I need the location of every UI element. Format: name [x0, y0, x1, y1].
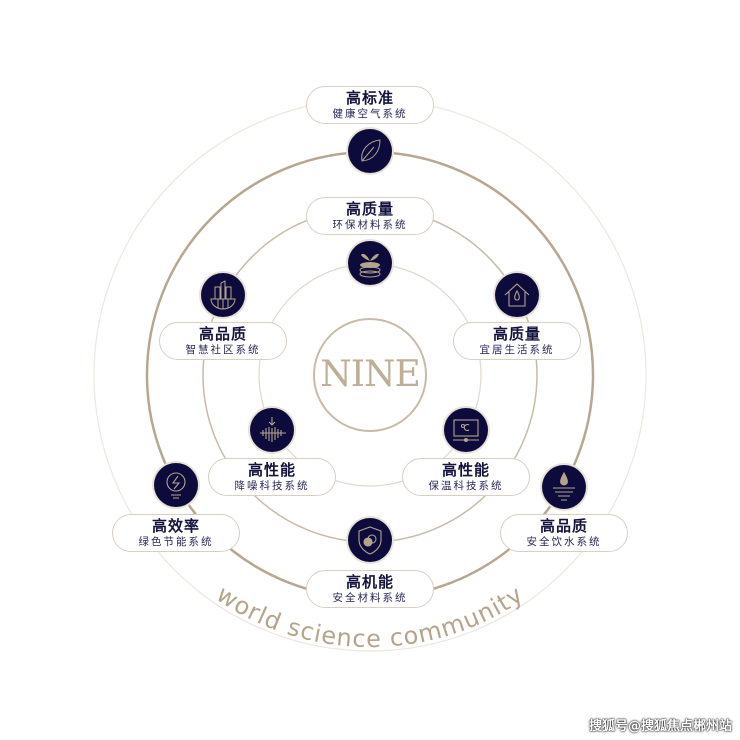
node-insulation: 高性能保温科技系统: [402, 458, 530, 496]
thermostat-icon: [444, 408, 488, 452]
water-drop-icon: [542, 465, 586, 509]
buildings-icon: [201, 273, 245, 317]
node-subtitle: 安全材料系统: [332, 592, 408, 604]
node-subtitle: 降噪科技系统: [234, 480, 310, 492]
watermark: 搜狐号@搜狐焦点郴州站: [588, 719, 732, 734]
house-drop-icon: [495, 273, 539, 317]
node-subtitle: 绿色节能系统: [138, 536, 214, 548]
node-title: 高机能: [345, 573, 394, 591]
node-noise-reduction: 高性能降噪科技系统: [208, 458, 336, 496]
node-title: 高性能: [247, 461, 296, 479]
node-title: 高性能: [441, 461, 490, 479]
node-title: 高标准: [345, 89, 394, 107]
energy-icon: [154, 463, 198, 507]
node-healthy-air: 高标准健康空气系统: [306, 86, 434, 124]
node-subtitle: 智慧社区系统: [185, 344, 261, 356]
node-title: 高质量: [345, 200, 394, 218]
node-subtitle: 环保材料系统: [332, 219, 408, 231]
node-title: 高品质: [539, 517, 588, 535]
node-subtitle: 健康空气系统: [332, 108, 408, 120]
shield-icon: [348, 518, 392, 562]
leaf-icon: [348, 129, 392, 173]
node-smart-community: 高品质智慧社区系统: [159, 322, 287, 360]
sprout-icon: [348, 241, 392, 285]
node-subtitle: 宜居生活系统: [479, 344, 555, 356]
node-subtitle: 安全饮水系统: [526, 536, 602, 548]
node-livable-life: 高质量宜居生活系统: [453, 322, 581, 360]
center-logo: NINE: [313, 318, 427, 432]
node-subtitle: 保温科技系统: [428, 480, 504, 492]
node-safe-materials: 高机能安全材料系统: [306, 570, 434, 608]
node-energy-saving: 高效率绿色节能系统: [112, 514, 240, 552]
node-title: 高效率: [151, 517, 200, 535]
node-eco-materials: 高质量环保材料系统: [306, 197, 434, 235]
node-safe-water: 高品质安全饮水系统: [500, 514, 628, 552]
soundwave-icon: [250, 408, 294, 452]
node-title: 高品质: [198, 325, 247, 343]
node-title: 高质量: [492, 325, 541, 343]
